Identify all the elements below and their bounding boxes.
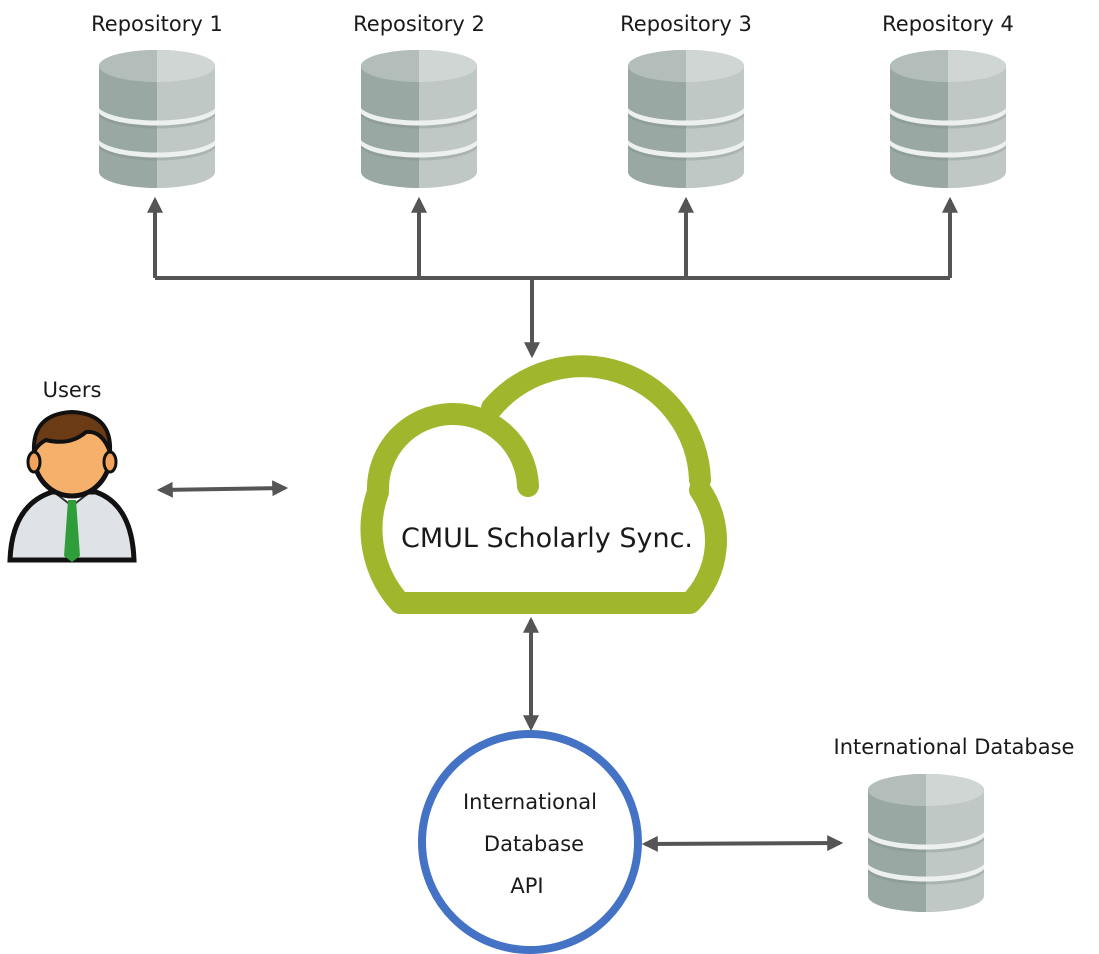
users-cloud-arrow [156,480,289,498]
users-label: Users [42,378,102,402]
user-icon [7,409,137,563]
repository-2-label: Repository 2 [353,12,485,36]
repository-2-database-icon [359,38,479,198]
repository-1-database-icon [97,38,217,198]
repository-4-label: Repository 4 [882,12,1014,36]
hub-label: CMUL Scholarly Sync. [400,523,694,554]
repository-4-database-icon [888,38,1008,198]
repository-bus-connector [147,196,958,359]
repository-3-database-icon [626,38,746,198]
api-label-line-2: Database [483,832,585,856]
api-database-arrow [641,835,844,852]
api-label-line-1: International [462,790,598,814]
repository-3-label: Repository 3 [620,12,752,36]
external-database-label: International Database [833,735,1075,759]
external-database-icon [866,762,986,922]
api-label-line-3: API [510,874,544,898]
repository-1-label: Repository 1 [91,12,223,36]
cloud-icon [360,355,727,614]
api-ring [418,730,642,954]
